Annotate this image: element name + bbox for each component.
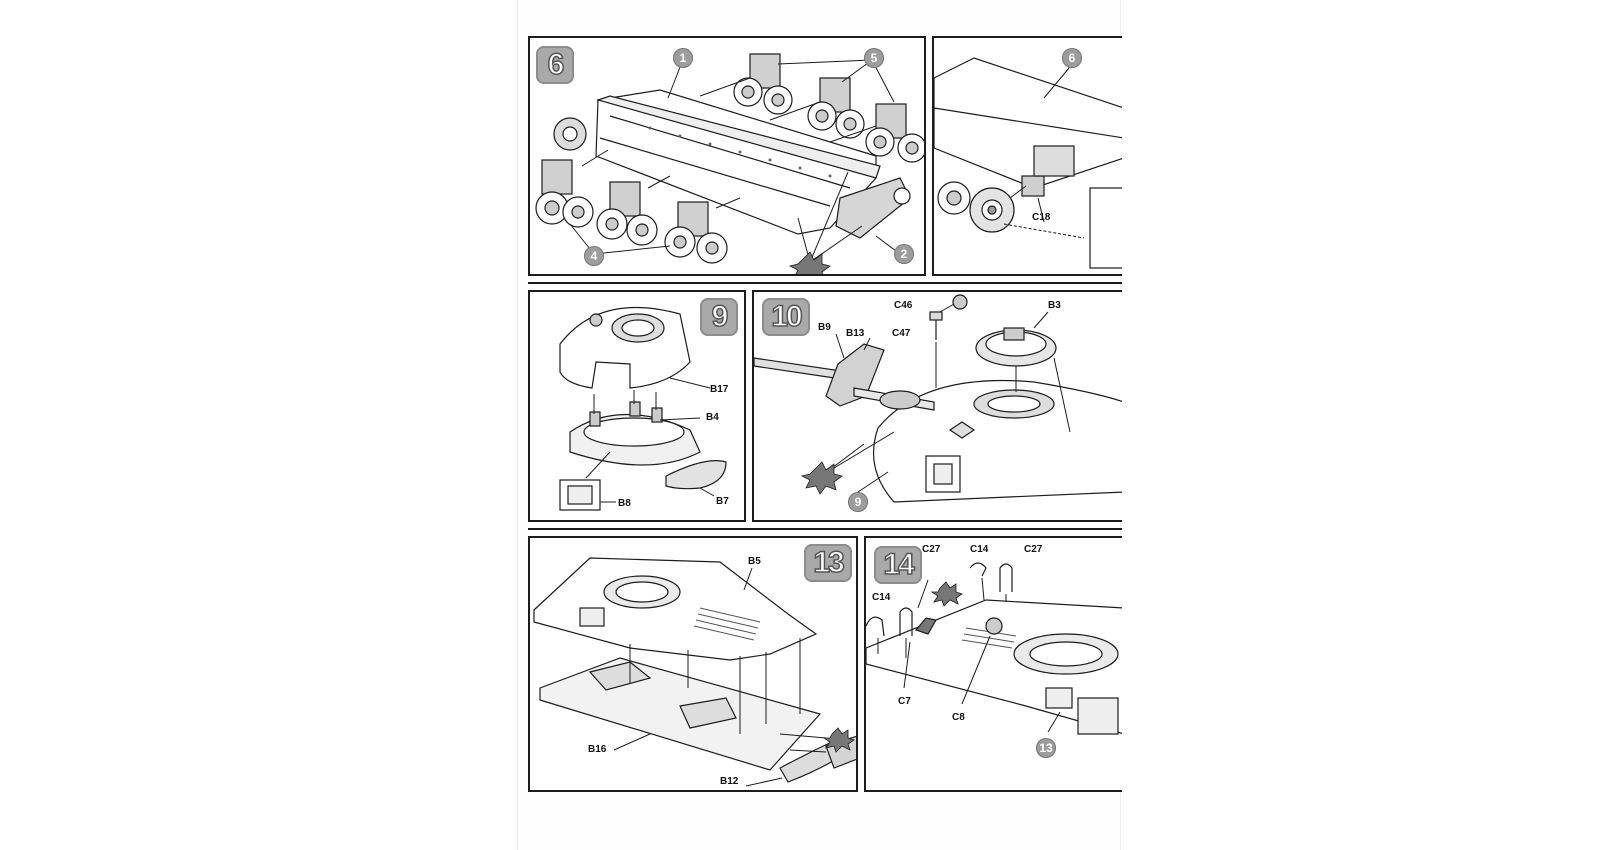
step-13-illustration	[533, 557, 856, 787]
step-7-illustration	[934, 57, 1122, 269]
step-7-panel: 6 C18	[932, 36, 1122, 276]
step-9-illustration	[559, 306, 727, 511]
label-b13: B13	[846, 328, 865, 339]
label-b16: B16	[588, 744, 607, 755]
label-c14-left: C14	[872, 592, 891, 603]
step-13-panel: 13 B5 B16 B12 12	[528, 536, 858, 792]
step-6-number: 6	[536, 46, 574, 84]
label-c27-right: C27	[1024, 544, 1043, 555]
step-9-panel: 9 B17 B4 B8 B7	[528, 290, 746, 522]
step-14-illustration	[866, 562, 1122, 735]
label-c27-left: C27	[922, 544, 941, 555]
label-c7: C7	[898, 696, 911, 707]
step-6-panel: 6 1 5 4 2	[528, 36, 926, 276]
part-4-ref: 4	[584, 246, 604, 266]
cement-burst-icon	[800, 461, 843, 495]
bogie-front-left	[535, 159, 594, 228]
label-b12: B12	[720, 776, 739, 787]
label-b3: B3	[1048, 300, 1061, 311]
cement-burst-icon	[822, 727, 855, 753]
label-b9: B9	[818, 322, 831, 333]
label-c14-top: C14	[970, 544, 989, 555]
step-9-number: 9	[700, 298, 738, 336]
part-6-ref: 6	[1062, 48, 1082, 68]
step-10-illustration	[754, 294, 1122, 503]
part-9-ref: 9	[848, 492, 868, 512]
label-b5: B5	[748, 556, 761, 567]
part-2-ref: 2	[894, 244, 914, 264]
part-1-ref: 1	[673, 48, 693, 68]
step-13-number: 13	[804, 544, 852, 582]
label-b8: B8	[618, 498, 631, 509]
part-5-ref: 5	[864, 48, 884, 68]
divider-2	[528, 528, 1122, 530]
step-10-panel: 10 C46 C47 B3 B9 B13 9	[752, 290, 1122, 522]
label-b17: B17	[710, 384, 729, 395]
label-c8: C8	[952, 712, 965, 723]
step-14-number: 14	[874, 546, 922, 584]
cement-burst-icon	[788, 251, 831, 274]
label-b4: B4	[706, 412, 719, 423]
instruction-page: 6 1 5 4 2 6 C18	[518, 0, 1122, 850]
divider-1	[528, 282, 1122, 284]
label-b7: B7	[716, 496, 729, 507]
step-6-illustration	[535, 53, 924, 274]
step-10-number: 10	[762, 298, 810, 336]
part-13-ref: 13	[1036, 738, 1056, 758]
label-c47: C47	[892, 328, 911, 339]
cement-burst-icon	[930, 581, 963, 607]
step-14-panel: 14 C27 C14 C27 C14 C7 C8 13	[864, 536, 1122, 792]
label-c46: C46	[894, 300, 913, 311]
label-c18: C18	[1032, 212, 1051, 223]
